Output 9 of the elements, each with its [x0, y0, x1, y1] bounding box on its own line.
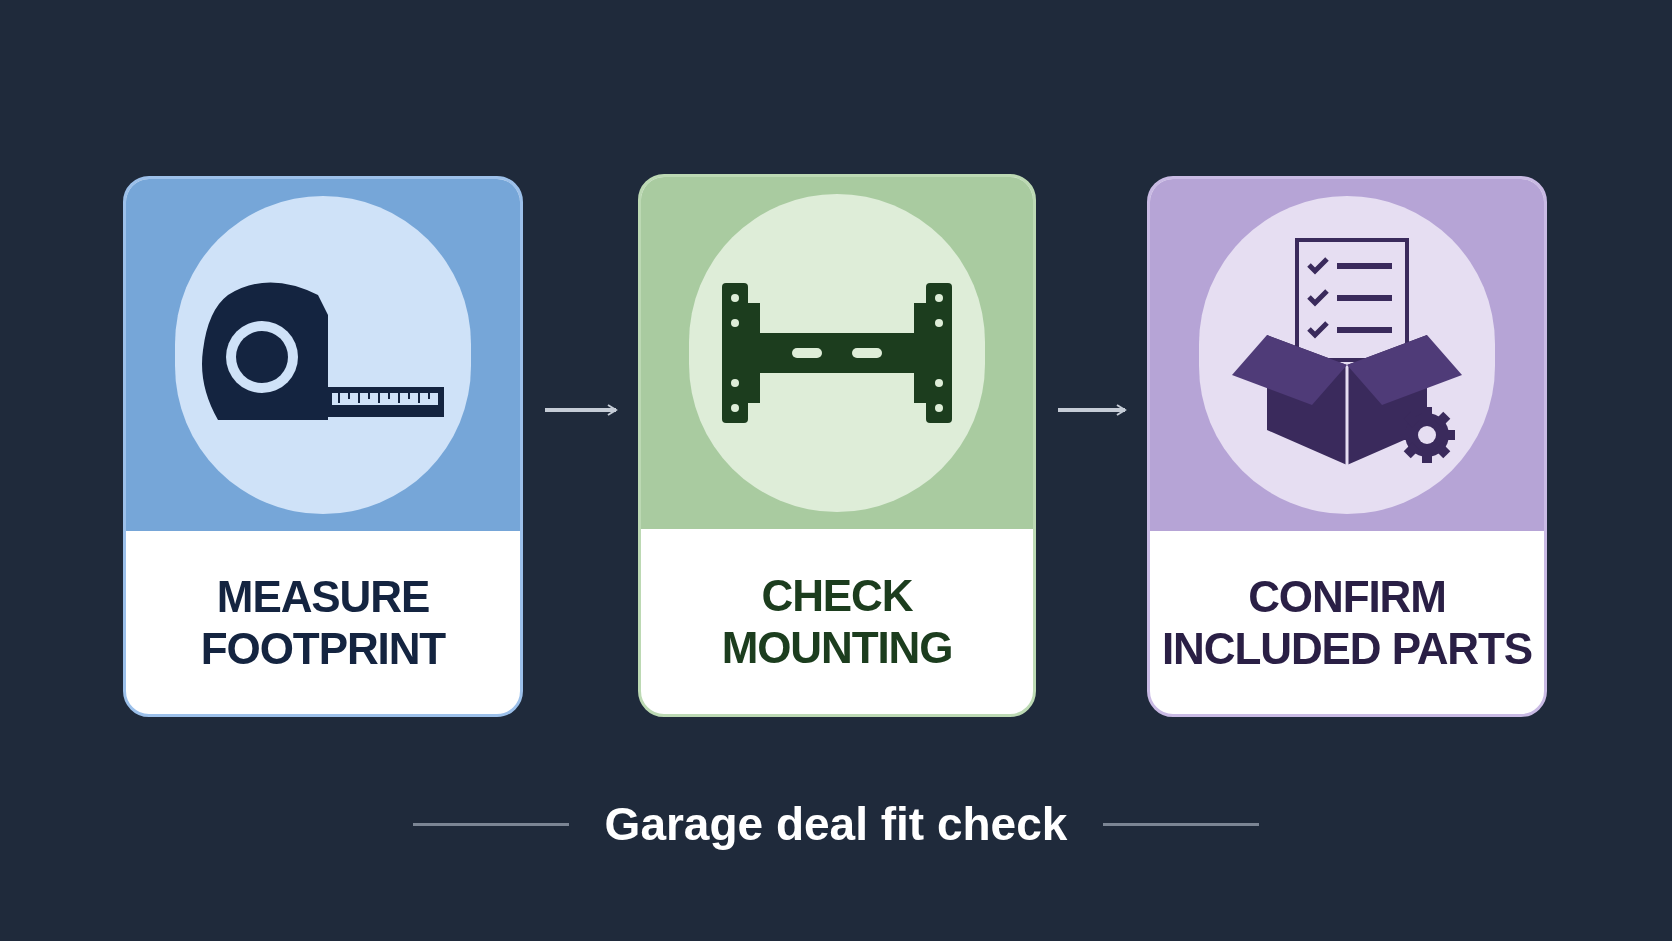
arrow: [1058, 404, 1126, 416]
step-title: MEASURE FOOTPRINT: [199, 570, 447, 675]
step-card: [638, 174, 1036, 717]
arrow: [545, 404, 617, 416]
caption: Garage deal fit check: [604, 797, 1068, 852]
step-card: [123, 176, 523, 717]
step-title: CONFIRM INCLUDED PARTS: [1162, 570, 1532, 675]
step-card: [1147, 176, 1547, 717]
step-title: CHECK MOUNTING: [720, 569, 954, 674]
